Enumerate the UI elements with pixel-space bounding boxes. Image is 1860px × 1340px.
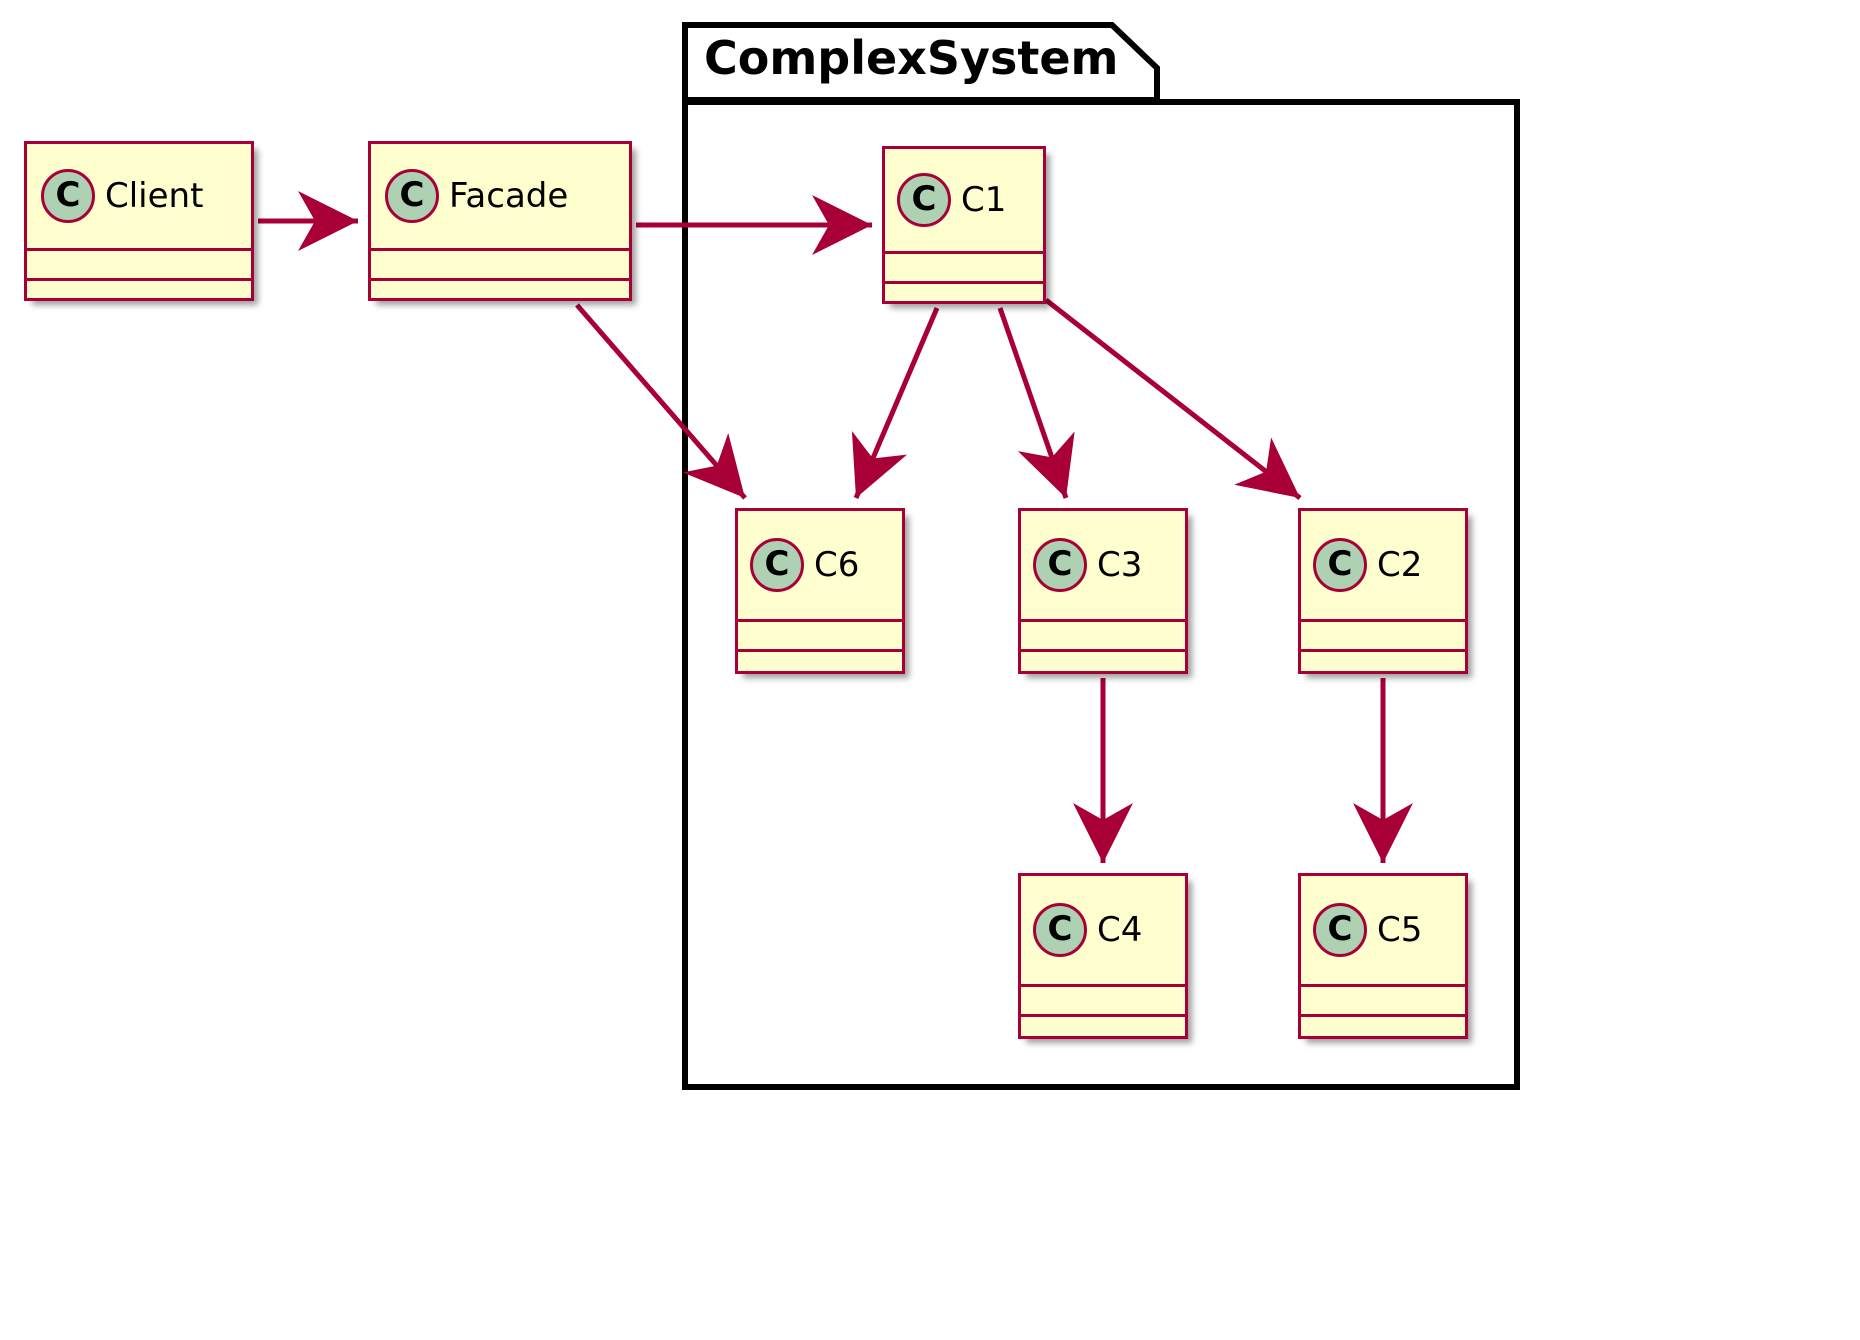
- class-name-label: C2: [1377, 545, 1423, 585]
- class-icon-letter: C: [1327, 544, 1353, 584]
- class-name-label: C3: [1097, 545, 1143, 585]
- class-node-c6[interactable]: C C6: [735, 508, 905, 674]
- class-attribute-divider: [27, 248, 251, 251]
- class-icon-letter: C: [55, 175, 81, 215]
- class-stereotype-icon: C: [1313, 903, 1367, 957]
- class-icon-letter: C: [1327, 909, 1353, 949]
- class-name-label: C6: [814, 545, 860, 585]
- package-title: ComplexSystem: [704, 31, 1119, 85]
- class-stereotype-icon: C: [1033, 903, 1087, 957]
- class-stereotype-icon: C: [41, 169, 95, 223]
- class-header: C C6: [738, 511, 902, 619]
- class-attribute-divider: [885, 251, 1043, 254]
- class-header: C C5: [1301, 876, 1465, 984]
- class-header: C C2: [1301, 511, 1465, 619]
- class-method-divider: [27, 278, 251, 281]
- class-name-label: Client: [105, 176, 204, 216]
- class-icon-letter: C: [1047, 909, 1073, 949]
- class-node-c3[interactable]: C C3: [1018, 508, 1188, 674]
- class-stereotype-icon: C: [750, 538, 804, 592]
- class-method-divider: [371, 278, 629, 281]
- class-header: C Facade: [371, 144, 629, 248]
- class-attribute-divider: [1301, 984, 1465, 987]
- class-stereotype-icon: C: [1313, 538, 1367, 592]
- class-icon-letter: C: [1047, 544, 1073, 584]
- class-header: C C1: [885, 149, 1043, 251]
- class-name-label: C5: [1377, 910, 1423, 950]
- class-stereotype-icon: C: [385, 169, 439, 223]
- class-attribute-divider: [738, 619, 902, 622]
- class-name-label: C1: [961, 180, 1007, 220]
- class-node-c4[interactable]: C C4: [1018, 873, 1188, 1039]
- class-method-divider: [738, 649, 902, 652]
- class-icon-letter: C: [911, 179, 937, 219]
- class-icon-letter: C: [399, 175, 425, 215]
- class-method-divider: [1021, 649, 1185, 652]
- class-header: C C3: [1021, 511, 1185, 619]
- class-name-label: C4: [1097, 910, 1143, 950]
- class-node-c5[interactable]: C C5: [1298, 873, 1468, 1039]
- class-node-facade[interactable]: C Facade: [368, 141, 632, 301]
- class-name-label: Facade: [449, 176, 569, 216]
- class-stereotype-icon: C: [897, 173, 951, 227]
- class-header: C Client: [27, 144, 251, 248]
- class-method-divider: [1301, 1014, 1465, 1017]
- class-icon-letter: C: [764, 544, 790, 584]
- class-node-c2[interactable]: C C2: [1298, 508, 1468, 674]
- class-method-divider: [1021, 1014, 1185, 1017]
- class-header: C C4: [1021, 876, 1185, 984]
- class-node-client[interactable]: C Client: [24, 141, 254, 301]
- class-method-divider: [885, 281, 1043, 284]
- class-method-divider: [1301, 649, 1465, 652]
- class-attribute-divider: [1301, 619, 1465, 622]
- class-attribute-divider: [1021, 984, 1185, 987]
- class-node-c1[interactable]: C C1: [882, 146, 1046, 304]
- class-attribute-divider: [371, 248, 629, 251]
- class-attribute-divider: [1021, 619, 1185, 622]
- class-stereotype-icon: C: [1033, 538, 1087, 592]
